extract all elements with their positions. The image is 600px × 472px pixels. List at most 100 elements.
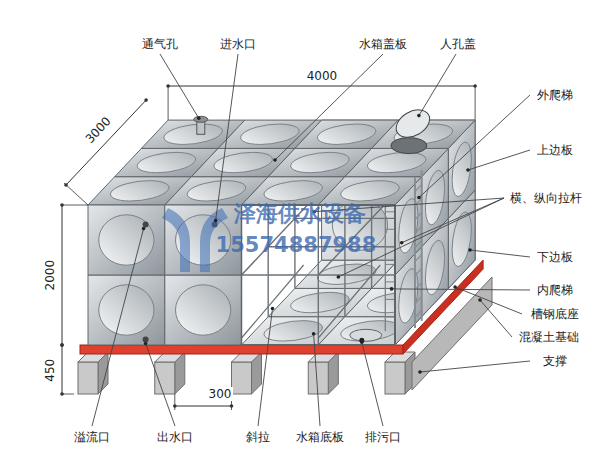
corner-post: [241, 205, 243, 345]
leader-dot: [453, 285, 457, 289]
dimension-value: 2000: [43, 258, 57, 293]
leader-dot: [468, 248, 472, 252]
watermark-logo: [162, 208, 190, 272]
leader-dot: [214, 219, 218, 223]
dimension-line-end: [473, 84, 477, 88]
callout-label: 出水口: [157, 430, 193, 444]
floor-panel-boss: [283, 292, 357, 312]
extension-line: [475, 86, 476, 120]
cover-panel-boss: [333, 181, 407, 201]
outer-ladder-rung: [415, 282, 422, 289]
leader-line: [258, 309, 273, 427]
drain-cover: [350, 329, 382, 341]
dimension-value: 4000: [305, 69, 340, 83]
leader-line: [160, 54, 199, 118]
callout-label: 下边板: [537, 250, 573, 264]
leader-dot: [312, 332, 316, 336]
leader-line: [92, 229, 144, 426]
leader-line: [468, 150, 530, 170]
leader-line: [216, 54, 238, 221]
cover-panel-boss: [359, 152, 433, 172]
outer-ladder-rung: [415, 184, 422, 191]
callout-label: 进水口: [220, 37, 256, 51]
leader-dot: [418, 370, 422, 374]
cover-panel-boss: [283, 152, 357, 172]
dimension-value: 450: [43, 357, 57, 384]
dimension-line-end: [60, 343, 64, 347]
dimension-value: 300: [207, 387, 234, 401]
cover-panel-boss: [256, 181, 330, 201]
dimension-line-end: [144, 98, 148, 102]
watermark-text: 泽海供水设备: [234, 201, 366, 227]
leader-dot: [417, 196, 421, 200]
front-panel: [165, 275, 242, 345]
manhole-opening: [391, 138, 427, 154]
callout-label: 通气孔: [142, 37, 178, 51]
callout-label: 斜拉: [246, 430, 270, 444]
floor-panel-boss: [256, 321, 330, 341]
cover-panel: [318, 177, 421, 205]
callout-label: 支撑: [543, 354, 567, 368]
callout-label: 排污口: [365, 430, 401, 444]
callout-label: 水箱盖板: [359, 37, 407, 51]
cover-panel-boss: [206, 152, 280, 172]
concrete-block: [232, 362, 252, 394]
concrete-block: [308, 362, 328, 394]
callout-label: 上边板: [537, 143, 573, 157]
leader-dot: [271, 307, 275, 311]
side-panel-boss: [425, 162, 444, 233]
outlet-port: [143, 337, 149, 343]
dimension-line-end: [230, 404, 234, 408]
callout-label: 内爬梯: [537, 283, 573, 297]
channel-steel-base: [80, 345, 403, 354]
dimension-line-end: [166, 84, 170, 88]
watermark-text: 15574887988: [216, 233, 377, 258]
overflow-port: [143, 222, 149, 228]
leader-line: [146, 344, 175, 427]
callout-label: 溢流口: [74, 430, 110, 444]
callout-label: 横、纵向拉杆: [510, 191, 582, 205]
extension-line: [168, 86, 169, 120]
outer-ladder-rung: [415, 254, 422, 261]
extension-line: [64, 183, 88, 205]
leader-dot: [197, 117, 201, 121]
leader-line: [314, 334, 320, 426]
callout-label: 槽钢底座: [531, 307, 579, 321]
outer-ladder-rung: [415, 240, 422, 247]
callout-label: 外爬梯: [537, 88, 573, 102]
dimension-line-end: [60, 392, 64, 396]
leader-line: [419, 54, 456, 116]
callout-label: 混凝土基础: [519, 330, 579, 344]
outer-ladder-rung: [415, 212, 422, 219]
cover-panel-boss: [129, 152, 203, 172]
front-panel-boss: [99, 215, 154, 265]
leader-dot: [360, 341, 364, 345]
dimension-line: [66, 100, 146, 185]
concrete-block: [385, 362, 405, 394]
diagonal-brace: [242, 265, 304, 338]
leader-line: [470, 250, 530, 257]
leader-dot: [337, 275, 341, 279]
front-panel-boss: [99, 285, 154, 335]
side-panel-boss: [425, 232, 444, 303]
outer-ladder-rung: [415, 310, 422, 317]
diagonal-brace: [318, 265, 380, 338]
cover-panel: [345, 148, 449, 176]
leader-dot: [466, 168, 470, 172]
bottom-edge-beam: [242, 344, 396, 346]
leader-dot: [144, 342, 148, 346]
corner-post: [394, 205, 396, 345]
leader-dot: [400, 241, 404, 245]
leader-line: [362, 342, 383, 426]
leader-line: [420, 361, 530, 372]
cover-panel-boss: [179, 181, 253, 201]
front-panel: [88, 275, 165, 345]
leader-dot: [390, 287, 394, 291]
extension-line: [62, 205, 88, 206]
outer-ladder-rung: [415, 268, 422, 275]
side-panel-boss: [452, 134, 471, 205]
cover-panel-boss: [233, 124, 307, 144]
dimension-line-end: [173, 404, 177, 408]
concrete-block: [78, 362, 98, 394]
